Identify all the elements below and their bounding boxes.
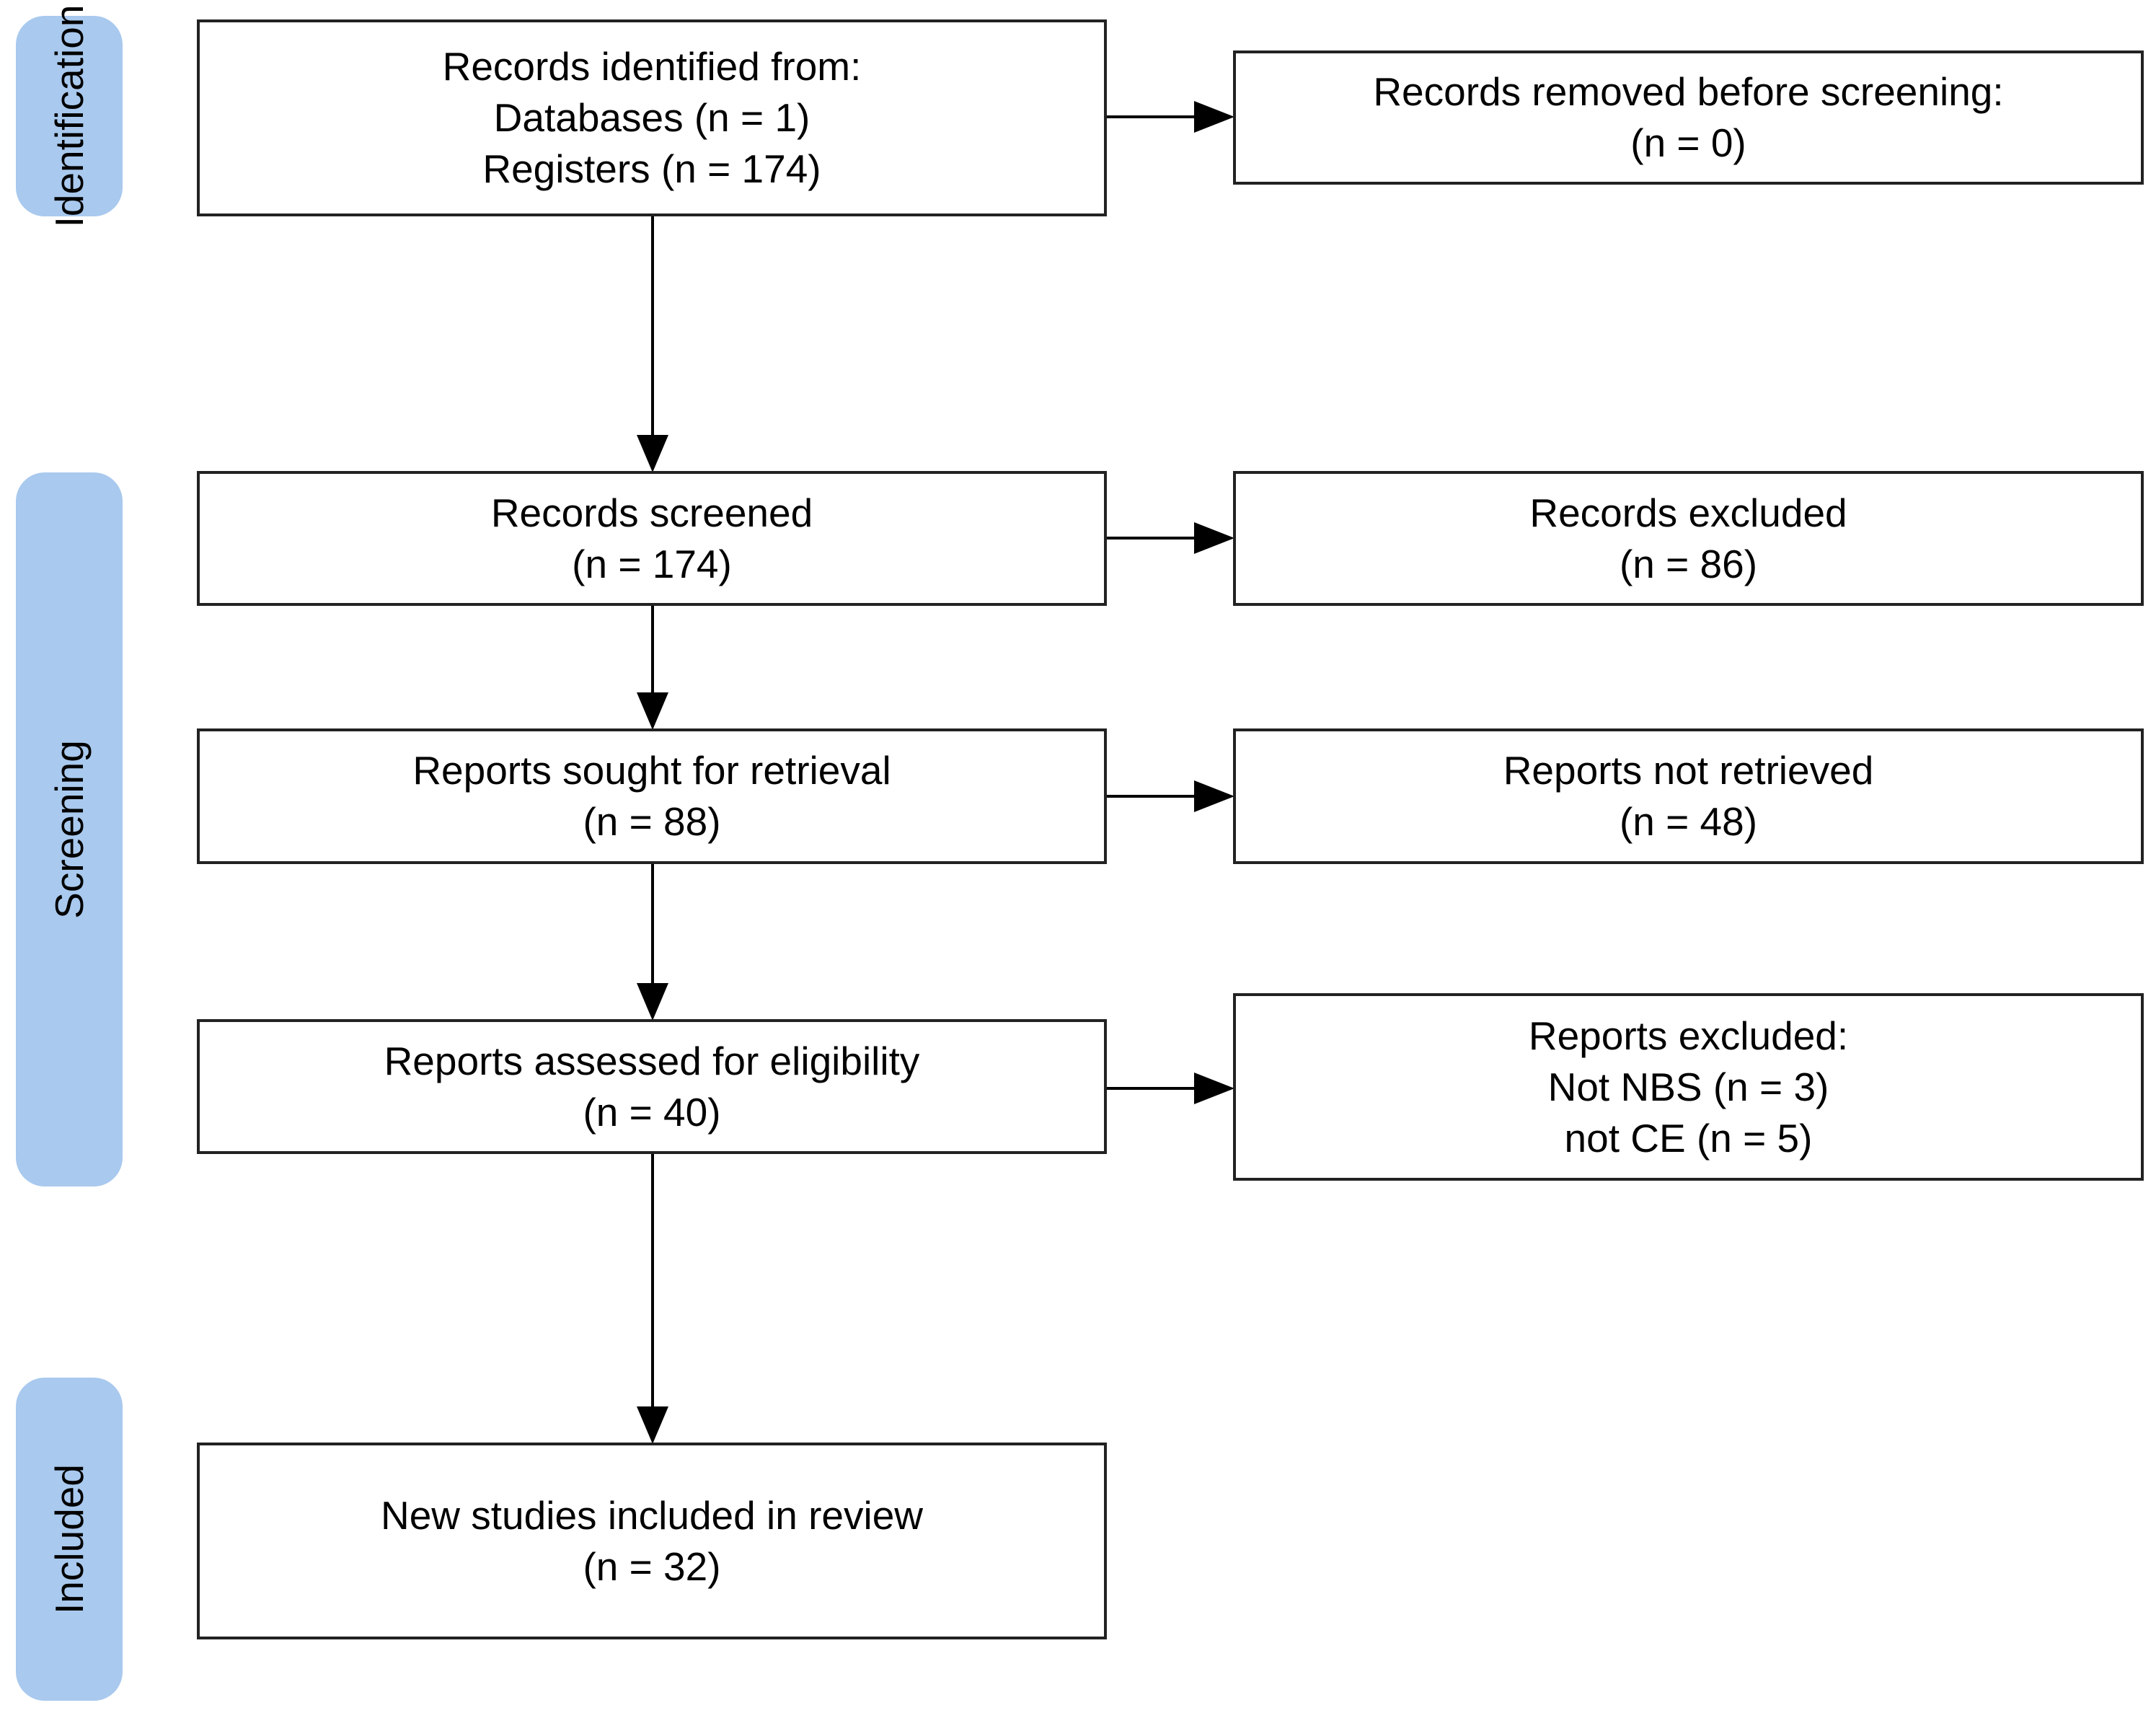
box-studies-included: New studies included in review (n = 32) — [197, 1443, 1107, 1639]
reports-assessed-count: (n = 40) — [583, 1089, 721, 1135]
reports-not-retrieved-label: Reports not retrieved — [1503, 748, 1874, 793]
records-screened-count: (n = 174) — [572, 541, 732, 586]
arrowhead-reports-excluded — [1194, 1073, 1234, 1104]
records-identified-heading: Records identified from: — [442, 44, 862, 89]
records-excluded-label: Records excluded — [1529, 490, 1847, 535]
reports-assessed-label: Reports assessed for eligibility — [384, 1038, 920, 1083]
databases-count: Databases (n = 1) — [493, 95, 810, 140]
records-removed-label: Records removed before screening: — [1373, 69, 2004, 114]
arrowhead-included — [637, 1406, 668, 1444]
phase-screening: Screening — [16, 472, 123, 1186]
phase-included: Included — [16, 1378, 123, 1701]
records-removed-count: (n = 0) — [1630, 120, 1746, 165]
not-ce-count: not CE (n = 5) — [1564, 1115, 1813, 1161]
registers-count: Registers (n = 174) — [482, 146, 821, 191]
records-screened-label: Records screened — [490, 490, 813, 535]
arrowhead-screened — [637, 435, 668, 472]
reports-not-retrieved-count: (n = 48) — [1619, 799, 1758, 844]
not-nbs-count: Not NBS (n = 3) — [1547, 1064, 1829, 1109]
arrowhead-excluded — [1194, 522, 1234, 554]
phase-identification: Identification — [16, 5, 123, 227]
box-records-screened: Records screened (n = 174) — [197, 471, 1107, 606]
box-reports-excluded: Reports excluded: Not NBS (n = 3) not CE… — [1233, 993, 2144, 1181]
studies-included-label: New studies included in review — [380, 1492, 924, 1538]
arrowhead-sought — [637, 692, 668, 730]
box-reports-assessed: Reports assessed for eligibility (n = 40… — [197, 1019, 1107, 1154]
box-records-removed: Records removed before screening: (n = 0… — [1233, 50, 2144, 185]
arrowhead-assessed — [637, 983, 668, 1021]
box-records-identified: Records identified from: Databases (n = … — [197, 19, 1107, 216]
arrowhead-not-retrieved — [1194, 780, 1234, 812]
box-reports-not-retrieved: Reports not retrieved (n = 48) — [1233, 728, 2144, 864]
box-reports-sought: Reports sought for retrieval (n = 88) — [197, 728, 1107, 864]
reports-sought-count: (n = 88) — [583, 799, 721, 844]
box-records-excluded: Records excluded (n = 86) — [1233, 471, 2144, 606]
records-excluded-count: (n = 86) — [1619, 541, 1758, 586]
arrowhead-removed — [1194, 101, 1234, 133]
reports-sought-label: Reports sought for retrieval — [412, 748, 891, 793]
studies-included-count: (n = 32) — [583, 1544, 721, 1589]
reports-excluded-heading: Reports excluded: — [1528, 1013, 1849, 1058]
